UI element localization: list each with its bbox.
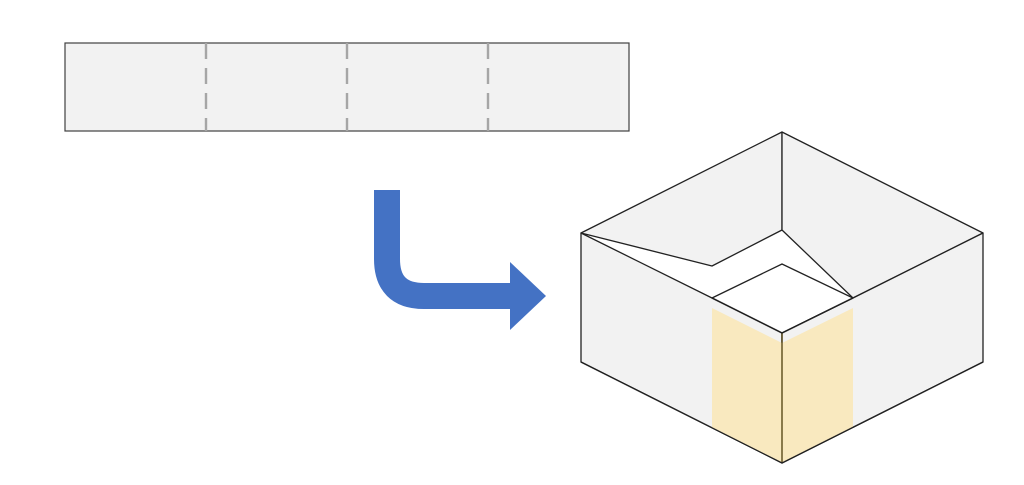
arrow-shaft xyxy=(374,190,512,309)
box-back-left-wall xyxy=(580,131,783,267)
flat-strip xyxy=(64,42,630,132)
box-inner-rim xyxy=(711,297,854,334)
folded-box xyxy=(580,131,984,464)
box-bottom-edge xyxy=(580,361,984,464)
bent-arrow-down-right-icon xyxy=(374,190,546,330)
corner-tape-left xyxy=(712,308,782,463)
corner-tape-right xyxy=(782,308,853,463)
arrow-head xyxy=(510,262,546,330)
